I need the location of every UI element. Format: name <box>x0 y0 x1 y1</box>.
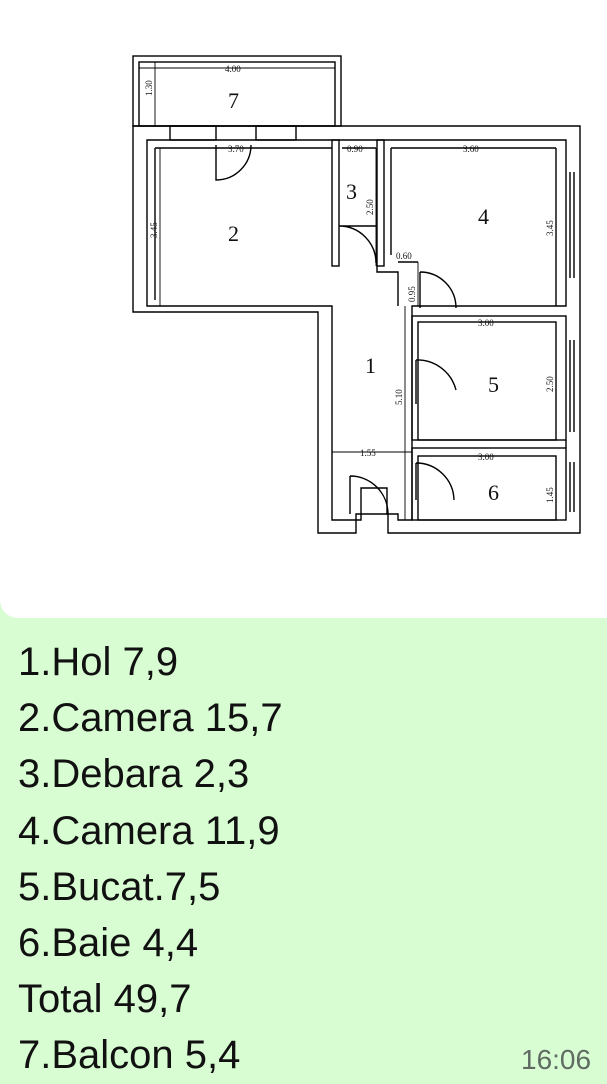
caption-line-baie: 6.Baie 4,4 <box>18 921 199 966</box>
dim-room3-depth: 2.50 <box>365 199 375 215</box>
room-number-6: 6 <box>488 480 499 505</box>
dim-room6-depth: 1.45 <box>545 487 555 503</box>
dim-room4-width: 3.60 <box>463 144 479 154</box>
room-number-4: 4 <box>478 204 489 229</box>
dim-room5-width: 3.00 <box>478 318 494 328</box>
dim-room2-width: 3.70 <box>228 144 244 154</box>
caption-line-total: Total 49,7 <box>18 977 192 1022</box>
dim-balcony-width: 4.00 <box>225 64 241 74</box>
room-number-5: 5 <box>488 372 499 397</box>
room-number-1: 1 <box>365 353 376 378</box>
dim-hall-width: 1.55 <box>360 448 376 458</box>
room-number-7: 7 <box>228 88 239 113</box>
dim-hall-nib: 0.60 <box>396 251 412 261</box>
room-number-2: 2 <box>228 221 239 246</box>
room-number-3: 3 <box>346 179 357 204</box>
dim-balcony-depth: 1.30 <box>144 80 154 96</box>
caption-line-hol: 1.Hol 7,9 <box>18 640 179 684</box>
caption-line-camera-4: 4.Camera 11,9 <box>18 808 280 853</box>
floor-plan-drawing: 7 2 3 4 1 5 6 4.00 1.30 3.70 3.45 0.90 2… <box>132 55 581 534</box>
dim-room3-width: 0.90 <box>347 144 363 154</box>
caption-line-bucatarie: 5.Bucat.7,5 <box>18 864 221 909</box>
dim-room6-width: 3.00 <box>478 452 494 462</box>
dim-hall-length: 5.10 <box>394 389 404 405</box>
message-timestamp: 16:06 <box>521 1044 592 1075</box>
dim-hall-door: 0.95 <box>407 286 417 302</box>
caption-line-camera-2: 2.Camera 15,7 <box>18 696 283 741</box>
floor-plan-image[interactable]: 7 2 3 4 1 5 6 4.00 1.30 3.70 3.45 0.90 2… <box>0 0 607 618</box>
message-caption: 1.Hol 7,9 2.Camera 15,7 3.Debara 2,3 4.C… <box>18 634 283 1084</box>
dim-room2-depth: 3.45 <box>149 222 159 238</box>
dim-room5-depth: 2.50 <box>545 376 555 392</box>
dim-room4-depth: 3.45 <box>545 220 555 236</box>
caption-line-balcon: 7.Balcon 5,4 <box>18 1033 241 1078</box>
caption-line-debara: 3.Debara 2,3 <box>18 752 250 797</box>
